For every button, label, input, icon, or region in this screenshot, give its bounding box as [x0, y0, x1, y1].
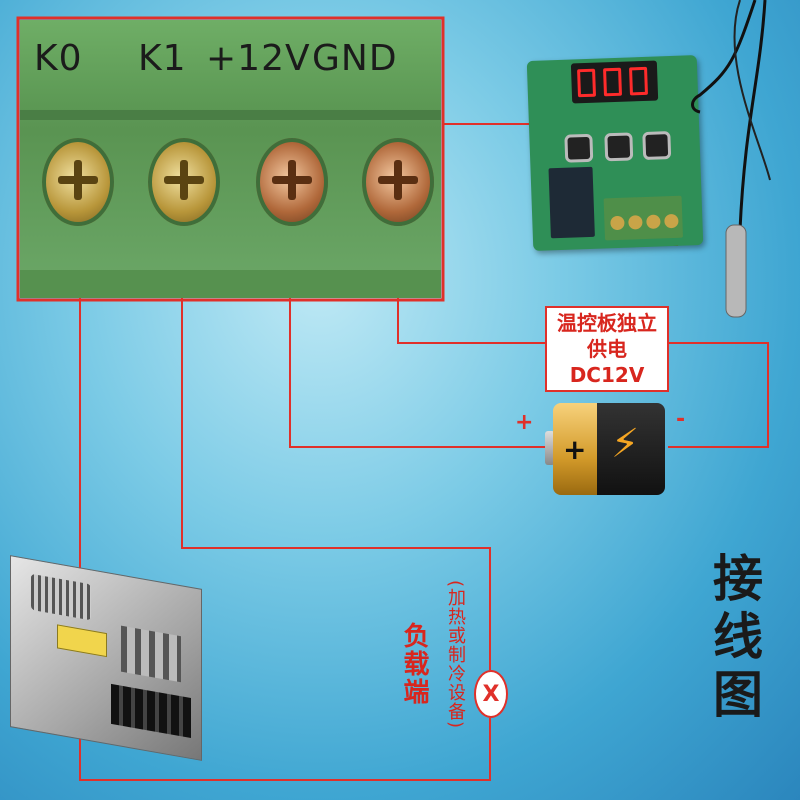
output-terminals [111, 683, 191, 738]
battery-body-right [597, 403, 665, 495]
terminal-block: K0 K1 +12V GND [20, 20, 441, 298]
power-supply [10, 555, 202, 761]
battery-body-left [553, 403, 597, 495]
terminal-label-gnd: GND [312, 38, 398, 79]
terminal-label-k0: K0 [34, 38, 83, 79]
independent-power-note: 温控板独立 供电DC12V [545, 306, 669, 392]
independent-power-line-1: 温控板独立 [557, 311, 657, 335]
battery-minus-label: - [676, 407, 686, 432]
battery-plus-label: + [515, 410, 534, 435]
diagram-title: 接线图 [705, 552, 763, 726]
wire-12v [289, 230, 545, 448]
terminal-block-outline [16, 16, 445, 302]
warning-label [57, 624, 107, 658]
load-note: (加热或制冷设备) [445, 580, 466, 730]
terminal-label-k1: K1 [138, 38, 187, 79]
load-symbol-text: X [482, 681, 500, 707]
battery: + ⚡ [545, 403, 665, 495]
load-label: 负载端 [399, 622, 429, 706]
wire-gnd [397, 230, 769, 448]
wire-k0 [79, 230, 491, 781]
wire-k1 [181, 230, 491, 670]
terminal-label-12v: +12V [206, 38, 311, 79]
independent-power-line-2: 供电DC12V [569, 337, 645, 387]
vent-slots [121, 625, 181, 683]
load-symbol: X [474, 670, 508, 718]
fan-grille [31, 573, 91, 621]
plus-minus-icon: + [563, 433, 587, 466]
battery-cap [545, 431, 555, 465]
lightning-icon: ⚡ [611, 421, 640, 467]
